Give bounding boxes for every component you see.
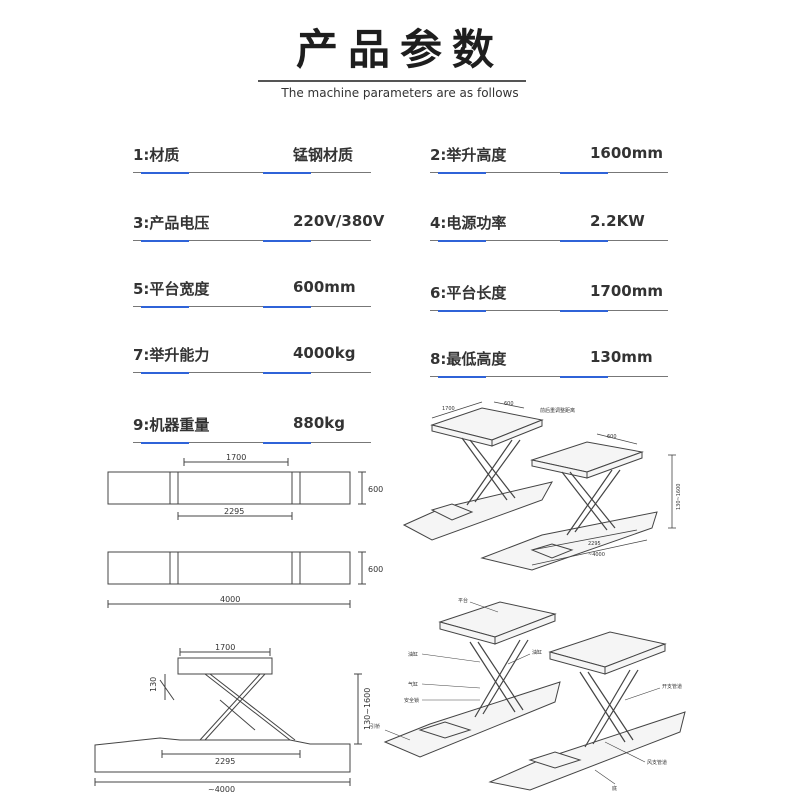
page-title: 产品参数 bbox=[295, 25, 504, 74]
label-ramp: 引桥 bbox=[370, 723, 380, 730]
label-cylinder-2: 油缸 bbox=[532, 649, 542, 656]
label-air-cylinder: 气缸 bbox=[408, 681, 418, 688]
label-platform: 平台 bbox=[458, 597, 468, 604]
dim-range: 130~1600 bbox=[363, 688, 372, 730]
spec-value: 锰钢材质 bbox=[293, 146, 354, 164]
spec-label: 1:材质 bbox=[133, 146, 180, 164]
spec-label: 7:举升能力 bbox=[133, 346, 210, 364]
dim-d1: 1700 bbox=[442, 406, 455, 412]
spec-row-machine-weight: 9:机器重量 880kg bbox=[133, 412, 371, 444]
spec-row-min-height: 8:最低高度 130mm bbox=[430, 346, 668, 378]
spec-value: 4000kg bbox=[293, 344, 356, 362]
spec-row-platform-length: 6:平台长度 1700mm bbox=[430, 280, 668, 312]
iso-view-drawing-1: 1700 600 600 前后重调整距离 130~1600 2295 ~4000 bbox=[402, 401, 682, 571]
dim-base: 2295 bbox=[215, 757, 235, 766]
dim-width: 600 bbox=[368, 565, 383, 574]
label-pipe-air: 风支管道 bbox=[647, 759, 667, 766]
spec-value: 2.2KW bbox=[590, 212, 645, 230]
spec-value: 130mm bbox=[590, 348, 653, 366]
spec-value: 880kg bbox=[293, 414, 346, 432]
spec-row-lift-height: 2:举升高度 1600mm bbox=[430, 142, 668, 174]
dim-length: 4000 bbox=[220, 595, 240, 604]
dim-length-bottom: 2295 bbox=[224, 507, 244, 516]
top-view-drawing-2: 4000 600 bbox=[107, 551, 383, 608]
side-view-drawing: 1700 130 2295 ~4000 130~1600 bbox=[94, 643, 372, 794]
spec-row-platform-width: 5:平台宽度 600mm bbox=[133, 276, 371, 308]
label-pipe-open: 开支管道 bbox=[662, 683, 682, 690]
iso-view-drawing-2: 平台 油缸 气缸 安全锁 引桥 油缸 开支管道 风支管道 底 bbox=[370, 597, 686, 792]
spec-value: 1700mm bbox=[590, 282, 664, 300]
top-view-drawing-1: 1700 2295 600 bbox=[107, 453, 383, 520]
label-cylinder: 油缸 bbox=[408, 651, 418, 658]
dim-d3: 600 bbox=[607, 434, 617, 440]
dim-length-top: 1700 bbox=[226, 453, 246, 462]
spec-label: 8:最低高度 bbox=[430, 350, 507, 368]
spec-label: 9:机器重量 bbox=[133, 416, 210, 434]
dim-note: 前后重调整距离 bbox=[540, 407, 575, 414]
spec-value: 600mm bbox=[293, 278, 356, 296]
spec-label: 6:平台长度 bbox=[430, 284, 507, 302]
spec-value: 220V/380V bbox=[293, 212, 385, 230]
spec-row-voltage: 3:产品电压 220V/380V bbox=[133, 210, 384, 242]
dim-base: 2295 bbox=[588, 541, 601, 547]
label-safety-lock: 安全锁 bbox=[404, 697, 419, 704]
title-underline bbox=[258, 80, 526, 82]
spec-row-power: 4:电源功率 2.2KW bbox=[430, 210, 668, 242]
dim-min-height: 130 bbox=[149, 677, 158, 692]
spec-label: 2:举升高度 bbox=[430, 146, 507, 164]
label-base: 底 bbox=[612, 785, 617, 792]
dim-width: 600 bbox=[368, 485, 383, 494]
dim-total: ~4000 bbox=[588, 552, 605, 558]
dim-platform: 1700 bbox=[215, 643, 235, 652]
spec-value: 1600mm bbox=[590, 144, 664, 162]
spec-label: 4:电源功率 bbox=[430, 214, 507, 232]
dim-height: 130~1600 bbox=[676, 484, 682, 510]
spec-label: 5:平台宽度 bbox=[133, 280, 210, 298]
spec-row-material: 1:材质 锰钢材质 bbox=[133, 142, 371, 174]
page-subtitle: The machine parameters are as follows bbox=[281, 86, 519, 100]
spec-label: 3:产品电压 bbox=[133, 214, 210, 232]
dim-d2: 600 bbox=[504, 401, 514, 407]
spec-row-lift-capacity: 7:举升能力 4000kg bbox=[133, 342, 371, 374]
dim-total: ~4000 bbox=[208, 785, 235, 794]
